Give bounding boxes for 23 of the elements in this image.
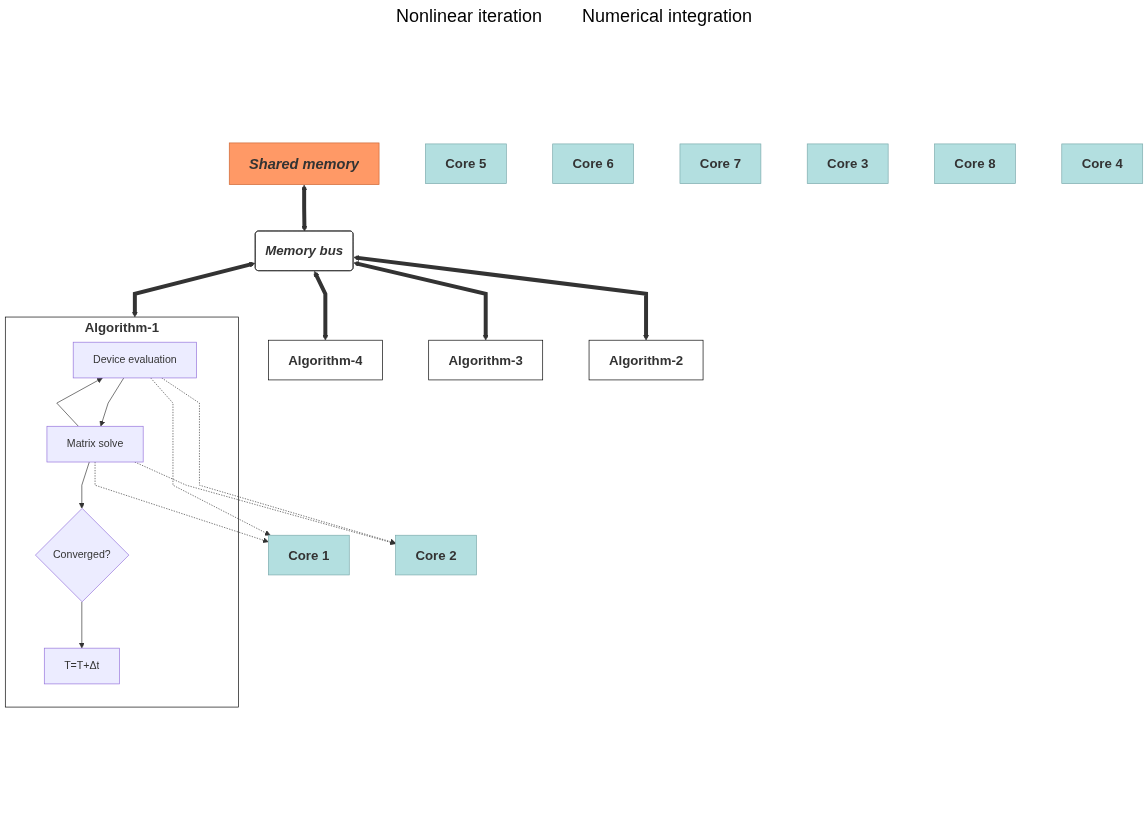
arrow xyxy=(313,271,329,341)
arrow xyxy=(353,261,489,341)
node-diamond: Converged? xyxy=(35,508,130,603)
node-box: Core 3 xyxy=(806,143,889,184)
node-box: Core 5 xyxy=(425,143,507,184)
arrow xyxy=(131,261,256,318)
node-box: Core 1 xyxy=(268,534,350,576)
node-box: Core 8 xyxy=(934,143,1016,184)
arrow xyxy=(353,255,649,341)
arrow xyxy=(301,184,308,232)
node-box: Shared memory xyxy=(228,142,380,185)
node-box: Core 4 xyxy=(1061,143,1144,184)
node-box: Core 7 xyxy=(679,143,762,184)
node-box: Device evaluation xyxy=(72,341,197,379)
note-label: Nonlinear iteration xyxy=(395,6,542,27)
node-box: Core 2 xyxy=(395,534,477,576)
note-label: Numerical integration xyxy=(582,6,753,27)
node-box: Matrix solve xyxy=(46,425,144,463)
node-box: Core 6 xyxy=(552,143,634,184)
node-box: Algorithm-4 xyxy=(268,339,383,381)
node-box: Algorithm-2 xyxy=(588,339,704,381)
node-box: T=T+Δt xyxy=(43,647,120,685)
node-box: Algorithm-3 xyxy=(428,339,544,381)
